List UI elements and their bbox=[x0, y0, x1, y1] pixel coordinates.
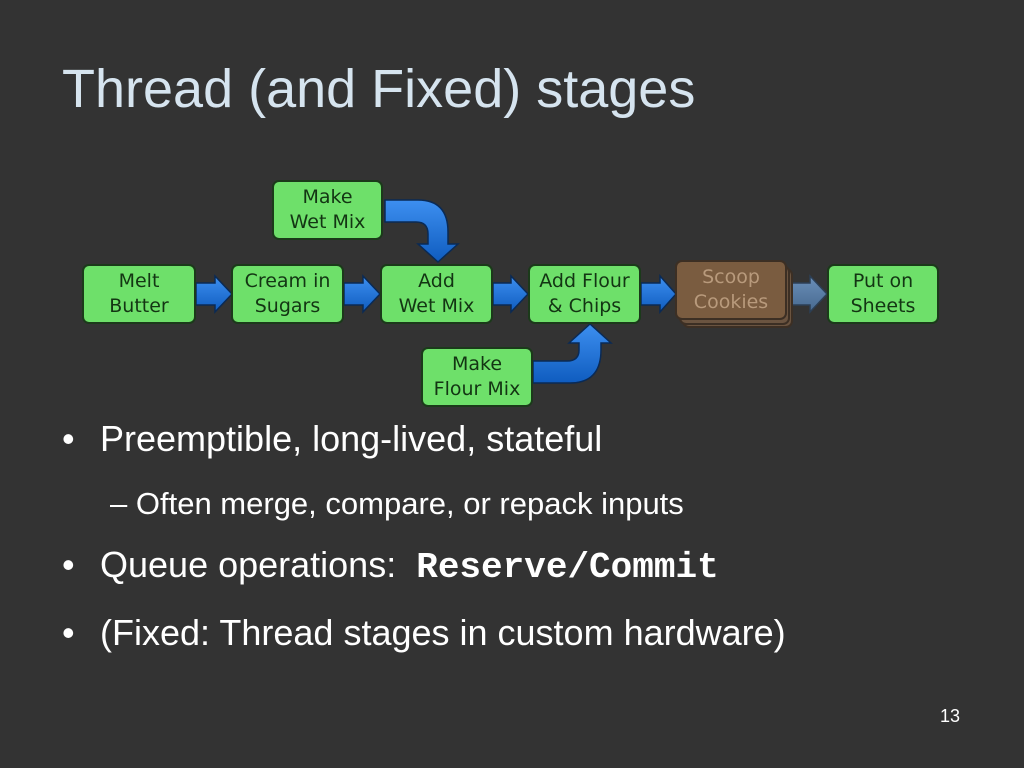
box-line: Wet Mix bbox=[289, 211, 366, 233]
box-line: Cream in bbox=[244, 270, 331, 292]
stage-add-flour-chips: Add Flour & Chips bbox=[528, 264, 641, 324]
box-line: Add bbox=[418, 270, 455, 292]
box-line: Butter bbox=[109, 295, 169, 317]
stage-add-wet-mix: Add Wet Mix bbox=[380, 264, 493, 324]
make-wet-mix-box: Make Wet Mix bbox=[272, 180, 383, 240]
bullet-dot: • bbox=[62, 418, 75, 459]
arrow-add-wet-to-add-flour bbox=[492, 274, 530, 314]
stage-put-on-sheets: Put on Sheets bbox=[827, 264, 939, 324]
code-text: Reserve/Commit bbox=[416, 547, 719, 588]
stage-melt-butter: Melt Butter bbox=[82, 264, 196, 324]
sub-bullet-text: Often merge, compare, or repack inputs bbox=[135, 486, 684, 521]
arrow-scoop-to-put-on bbox=[791, 274, 829, 314]
stage-scoop-cookies: Scoop Cookies bbox=[675, 260, 787, 320]
box-line: Cookies bbox=[693, 291, 769, 313]
bullet-dot: • bbox=[62, 612, 75, 653]
make-flour-mix-box: Make Flour Mix bbox=[421, 347, 533, 407]
bullet-text: Queue operations: bbox=[100, 544, 417, 585]
arrow-melt-to-cream bbox=[195, 274, 234, 314]
arrow-cream-to-add-wet bbox=[343, 274, 382, 314]
box-line: Flour Mix bbox=[433, 378, 521, 400]
box-line: Put on bbox=[852, 270, 914, 292]
box-line: Add Flour bbox=[539, 270, 630, 292]
box-line: Make bbox=[302, 186, 353, 208]
stage-cream-in-sugars: Cream in Sugars bbox=[231, 264, 344, 324]
arrow-wet-mix-in bbox=[384, 199, 460, 264]
bullet-text: Preemptible, long-lived, stateful bbox=[100, 418, 603, 459]
box-line: Make bbox=[451, 353, 503, 375]
box-line: Melt bbox=[118, 270, 160, 292]
bullet-text: (Fixed: Thread stages in custom hardware… bbox=[100, 612, 786, 653]
box-line: Sugars bbox=[254, 295, 321, 317]
bullet-dot: • bbox=[62, 544, 75, 585]
arrow-add-flour-to-scoop bbox=[640, 274, 678, 314]
box-line: & Chips bbox=[547, 295, 622, 317]
page-number: 13 bbox=[940, 706, 961, 726]
arrow-flour-mix-in bbox=[532, 322, 613, 384]
box-line: Sheets bbox=[850, 295, 916, 317]
sub-bullet-item: – Often merge, compare, or repack inputs bbox=[110, 486, 684, 522]
slide-title: Thread (and Fixed) stages bbox=[62, 59, 696, 119]
box-line: Scoop bbox=[702, 266, 760, 288]
box-line: Wet Mix bbox=[398, 295, 475, 317]
sub-bullet-dash: – bbox=[110, 486, 128, 521]
